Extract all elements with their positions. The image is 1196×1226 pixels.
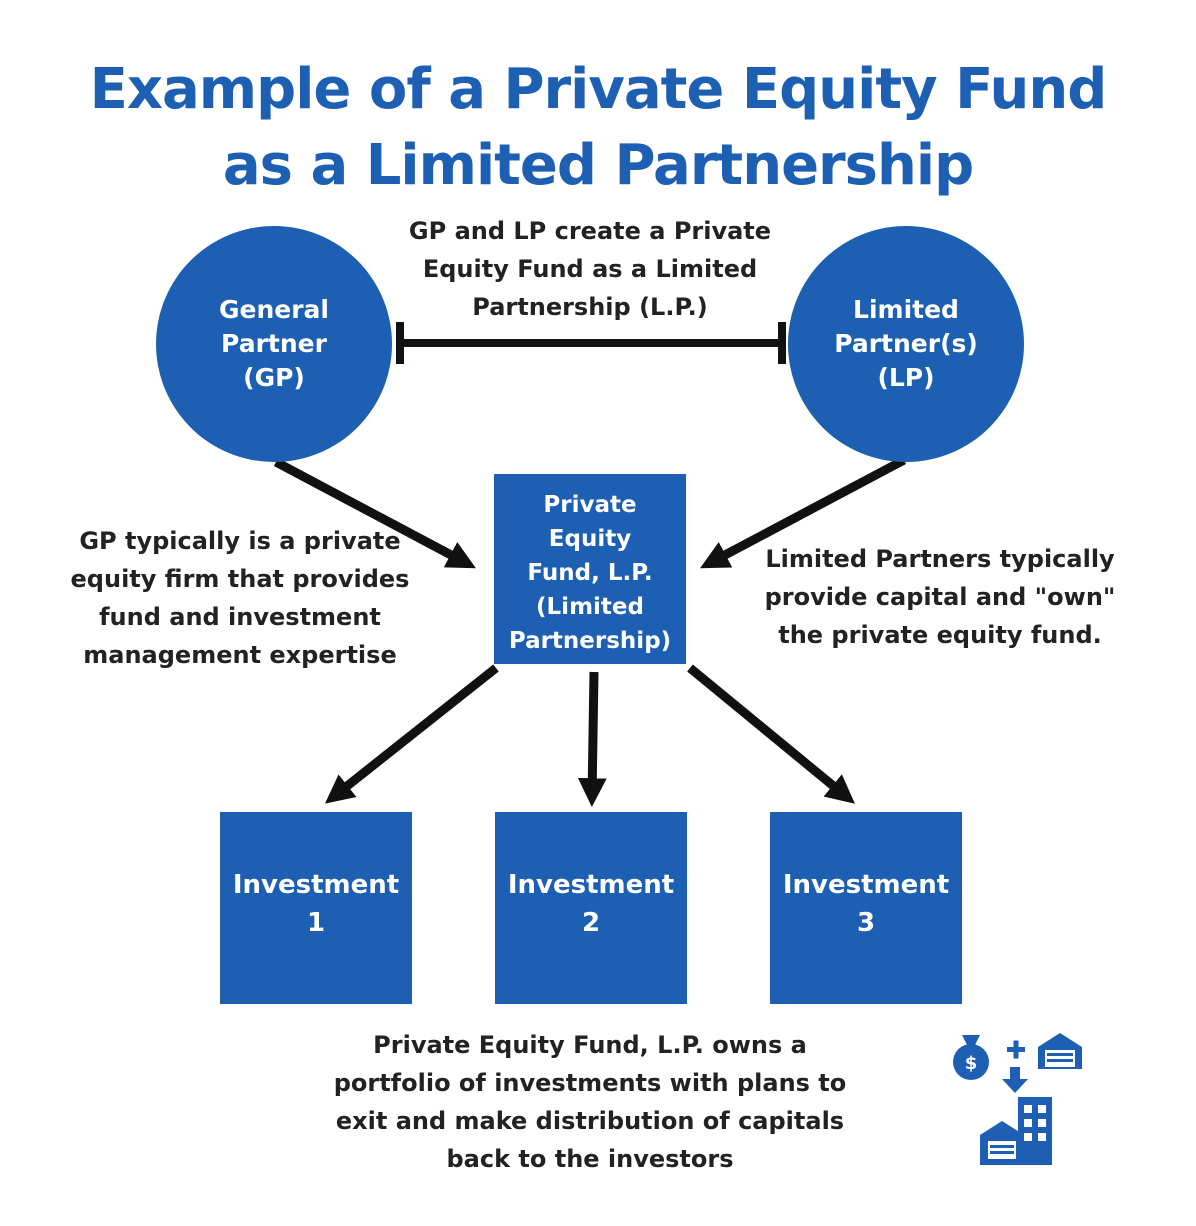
fund-line-5: Partnership) bbox=[508, 628, 672, 654]
investment-1-node: Investment 1 bbox=[220, 812, 412, 1004]
investment-3-line-2: 3 bbox=[856, 908, 876, 938]
title-line-2: as a Limited Partnership bbox=[222, 133, 974, 198]
portfolio-note-line-1: Private Equity Fund, L.P. owns a bbox=[373, 1031, 807, 1059]
fund-line-1: Private bbox=[543, 492, 637, 518]
investment-3-node: Investment 3 bbox=[770, 812, 962, 1004]
investment-2-node: Investment 2 bbox=[495, 812, 687, 1004]
gp-line-2: Partner bbox=[221, 329, 327, 358]
fund-line-2: Equity bbox=[548, 526, 632, 552]
title-line-1: Example of a Private Equity Fund bbox=[89, 57, 1108, 122]
gp-note-line-3: fund and investment bbox=[99, 603, 381, 631]
portfolio-note-line-4: back to the investors bbox=[446, 1145, 734, 1173]
arrow-gp-to-fund bbox=[273, 458, 476, 569]
investment-2-line-2: 2 bbox=[581, 908, 601, 938]
partnership-note-line-1: GP and LP create a Private bbox=[408, 217, 772, 245]
general-partner-node: General Partner (GP) bbox=[156, 226, 392, 462]
gp-line-3: (GP) bbox=[243, 363, 305, 392]
limited-partners-node: Limited Partner(s) (LP) bbox=[788, 226, 1024, 462]
investment-1-line-1: Investment bbox=[232, 870, 400, 900]
lp-note-line-3: the private equity fund. bbox=[778, 621, 1102, 649]
garage-icon bbox=[1038, 1033, 1082, 1069]
plus-icon bbox=[1007, 1040, 1025, 1059]
investment-2-line-1: Investment bbox=[507, 870, 675, 900]
partnership-note-line-3: Partnership (L.P.) bbox=[472, 293, 708, 321]
svg-text:$: $ bbox=[965, 1053, 978, 1074]
arrow-fund-to-investment-2 bbox=[577, 671, 607, 807]
investment-3-line-1: Investment bbox=[782, 870, 950, 900]
arrow-lp-to-fund bbox=[700, 456, 907, 569]
arrow-fund-to-investment-3 bbox=[687, 664, 855, 804]
investment-1-line-2: 1 bbox=[306, 908, 326, 938]
partnership-connector bbox=[396, 322, 786, 364]
down-arrow-icon bbox=[1002, 1067, 1028, 1093]
fund-line-3: Fund, L.P. bbox=[527, 560, 653, 586]
lp-line-2: Partner(s) bbox=[834, 329, 978, 358]
buildings-icon bbox=[980, 1097, 1052, 1165]
page-title: Example of a Private Equity Fund as a Li… bbox=[0, 52, 1196, 204]
gp-line-1: General bbox=[219, 295, 329, 324]
gp-note: GP typically is a private equity firm th… bbox=[50, 522, 430, 674]
money-plus-building-merge-icon: $ bbox=[950, 1025, 1090, 1169]
lp-note-line-1: Limited Partners typically bbox=[765, 545, 1115, 573]
lp-note-line-2: provide capital and "own" bbox=[764, 583, 1116, 611]
gp-note-line-4: management expertise bbox=[83, 641, 397, 669]
money-bag-icon: $ bbox=[953, 1035, 989, 1080]
gp-note-line-1: GP typically is a private bbox=[79, 527, 401, 555]
portfolio-note-line-2: portfolio of investments with plans to bbox=[333, 1069, 847, 1097]
portfolio-note-line-3: exit and make distribution of capitals bbox=[335, 1107, 845, 1135]
partnership-note: GP and LP create a Private Equity Fund a… bbox=[380, 212, 800, 326]
private-equity-fund-node: Private Equity Fund, L.P. (Limited Partn… bbox=[494, 474, 686, 664]
partnership-note-line-2: Equity Fund as a Limited bbox=[422, 255, 758, 283]
portfolio-note: Private Equity Fund, L.P. owns a portfol… bbox=[300, 1026, 880, 1178]
gp-note-line-2: equity firm that provides bbox=[70, 565, 410, 593]
lp-note: Limited Partners typically provide capit… bbox=[738, 540, 1142, 654]
lp-line-3: (LP) bbox=[877, 363, 935, 392]
lp-line-1: Limited bbox=[853, 295, 959, 324]
arrow-fund-to-investment-1 bbox=[324, 664, 499, 804]
fund-line-4: (Limited bbox=[536, 594, 644, 620]
